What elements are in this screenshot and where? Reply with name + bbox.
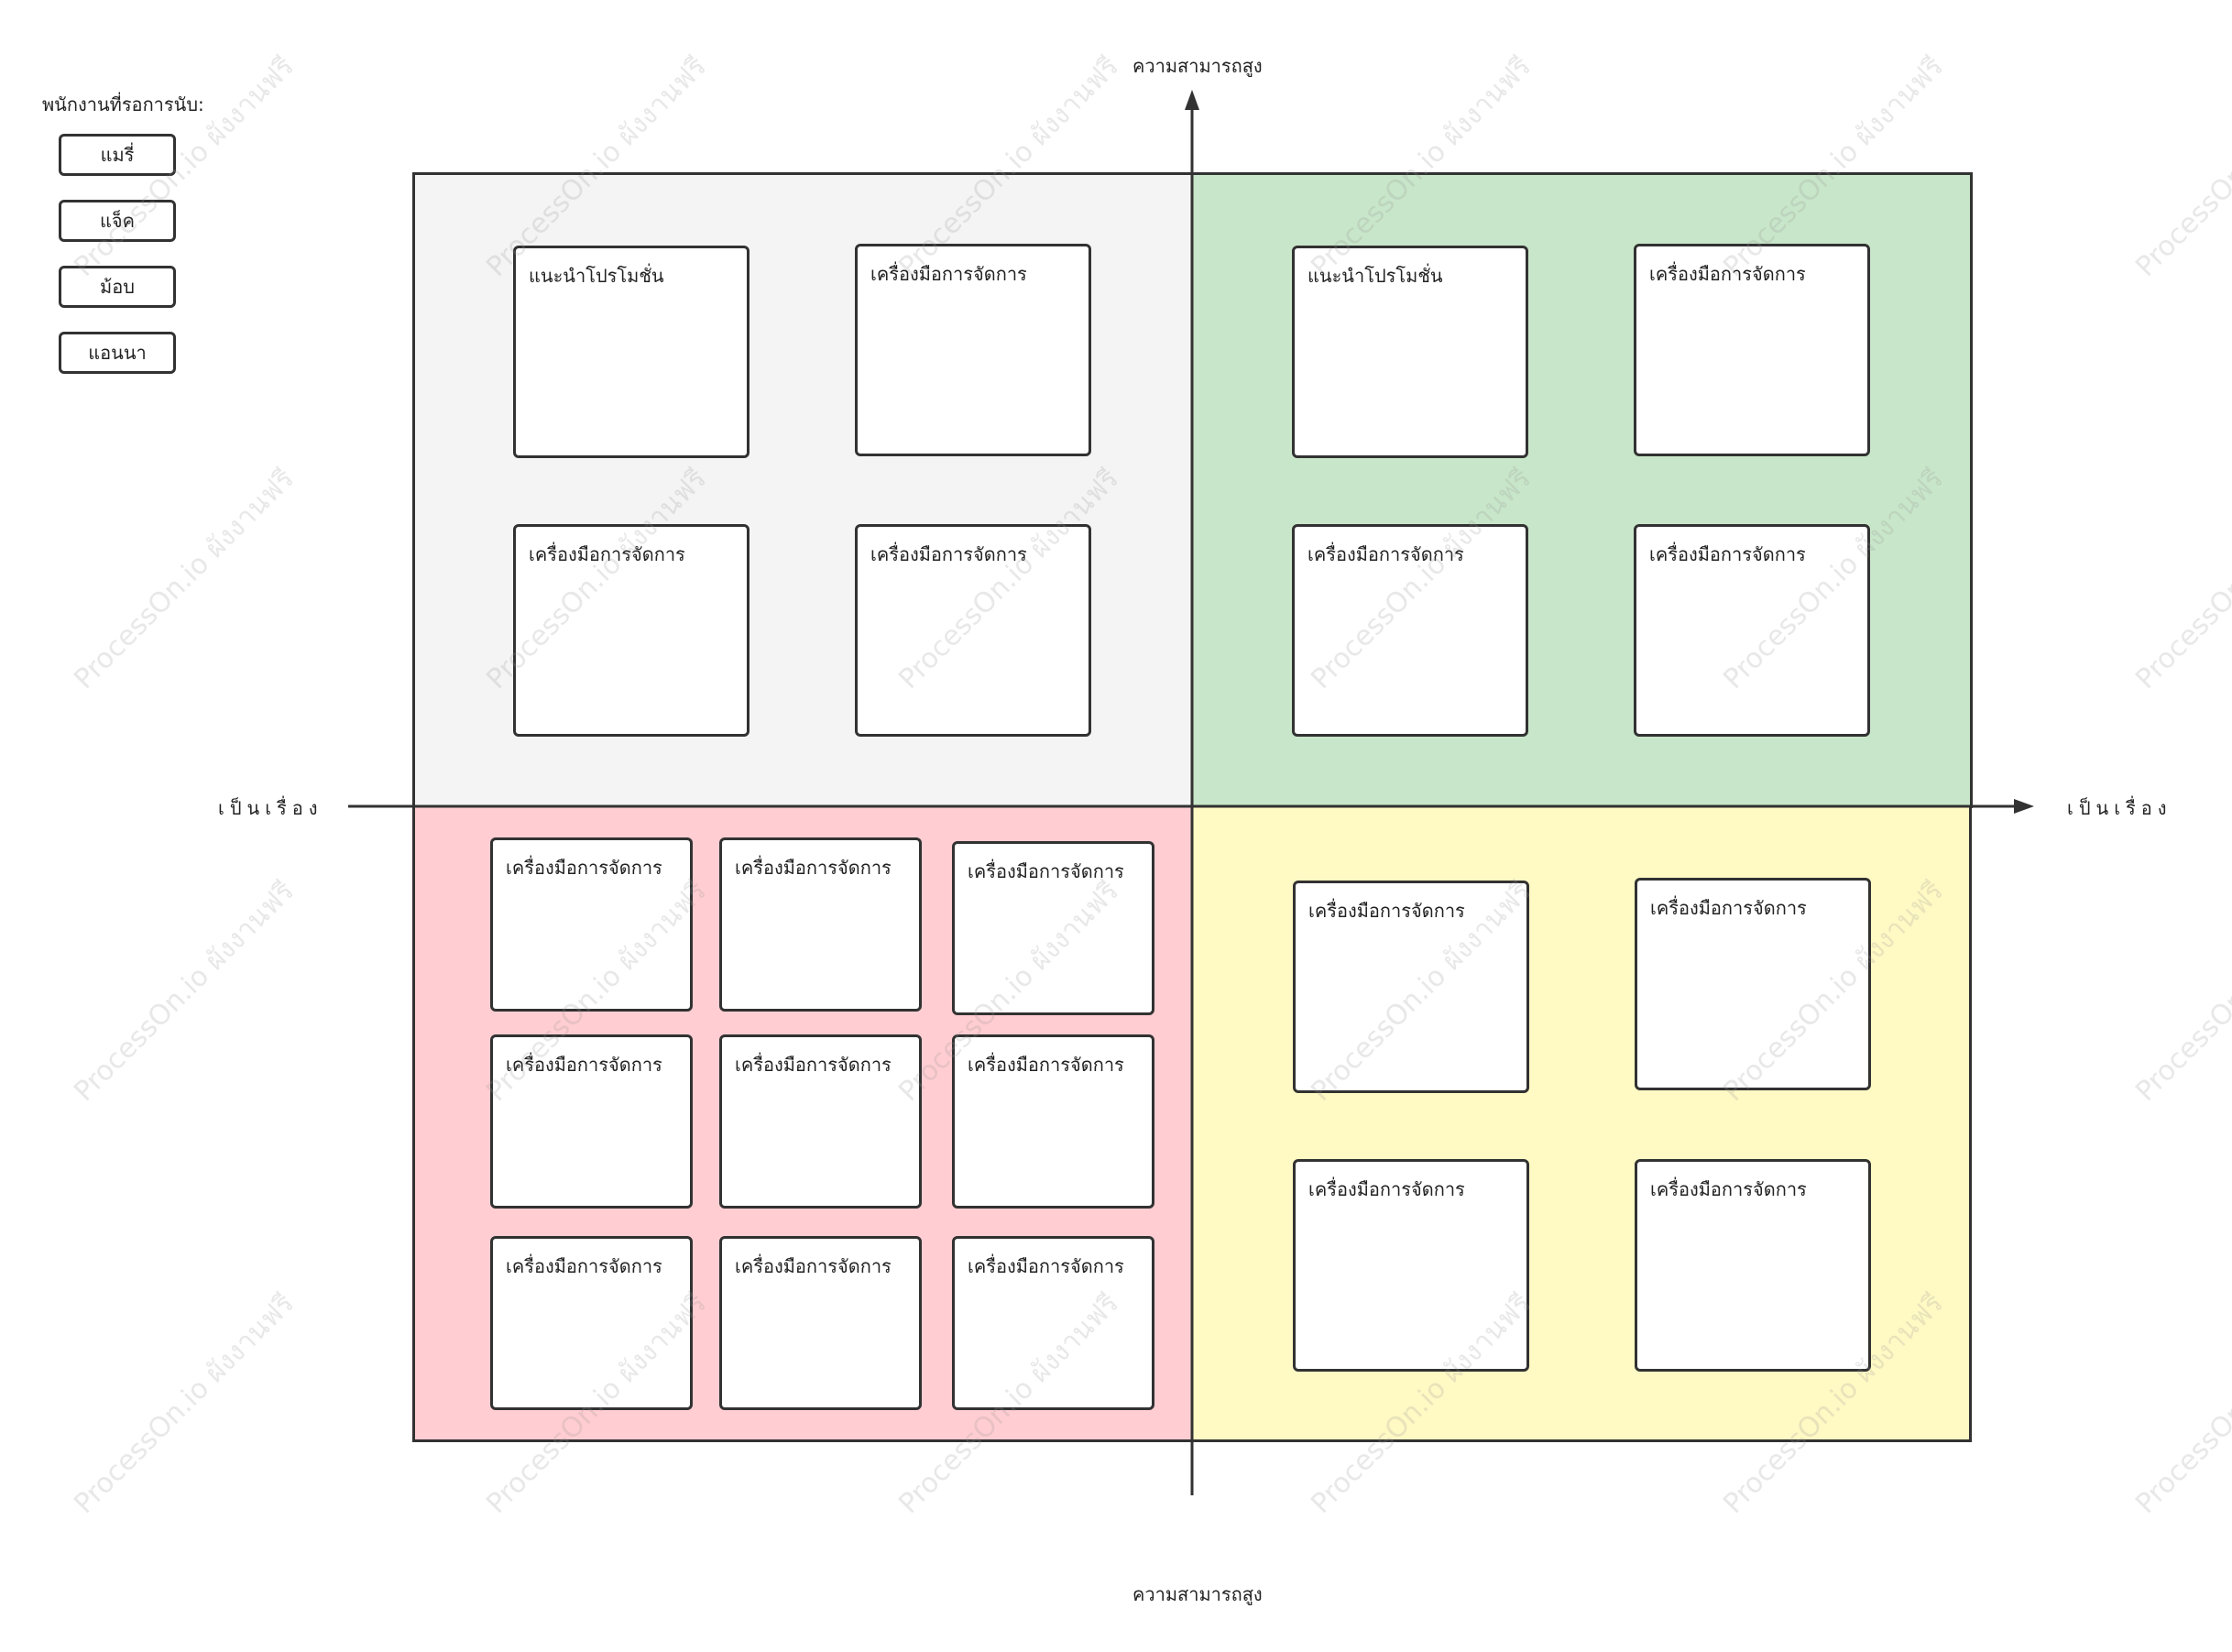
card-bottom-left-2[interactable]: เครื่องมือการจัดการ xyxy=(719,837,922,1012)
axis-label-left: เป็นเรื่อง xyxy=(218,797,323,819)
card-top-left-4[interactable]: เครื่องมือการจัดการ xyxy=(855,524,1091,737)
card-bottom-right-3[interactable]: เครื่องมือการจัดการ xyxy=(1293,1159,1529,1372)
card-bottom-left-8[interactable]: เครื่องมือการจัดการ xyxy=(719,1236,922,1410)
card-bottom-left-4[interactable]: เครื่องมือการจัดการ xyxy=(490,1034,693,1209)
legend-employee-jack[interactable]: แจ็ค xyxy=(59,200,176,242)
legend-employee-anna[interactable]: แอนนา xyxy=(59,332,176,374)
card-bottom-right-2[interactable]: เครื่องมือการจัดการ xyxy=(1635,878,1871,1090)
card-top-right-3[interactable]: เครื่องมือการจัดการ xyxy=(1292,524,1528,737)
vertical-axis-arrowhead xyxy=(1185,90,1199,110)
card-top-right-2[interactable]: เครื่องมือการจัดการ xyxy=(1634,244,1870,456)
card-bottom-left-9[interactable]: เครื่องมือการจัดการ xyxy=(952,1236,1154,1410)
card-bottom-right-1[interactable]: เครื่องมือการจัดการ xyxy=(1293,881,1529,1093)
horizontal-axis-arrowhead xyxy=(2014,799,2034,814)
card-top-left-2[interactable]: เครื่องมือการจัดการ xyxy=(855,244,1091,456)
card-bottom-left-3[interactable]: เครื่องมือการจัดการ xyxy=(952,841,1154,1015)
card-bottom-left-7[interactable]: เครื่องมือการจัดการ xyxy=(490,1236,693,1410)
legend-employee-mary[interactable]: แมรี่ xyxy=(59,134,176,176)
legend-title: พนักงานที่รอการนับ: xyxy=(42,93,204,115)
axis-label-top: ความสามารถสูง xyxy=(1132,55,1263,77)
legend-employee-mob[interactable]: ม้อบ xyxy=(59,266,176,308)
card-bottom-left-6[interactable]: เครื่องมือการจัดการ xyxy=(952,1034,1154,1209)
card-bottom-right-4[interactable]: เครื่องมือการจัดการ xyxy=(1635,1159,1871,1372)
card-top-right-1[interactable]: แนะนำโปรโมชั่น xyxy=(1292,246,1528,458)
card-bottom-left-1[interactable]: เครื่องมือการจัดการ xyxy=(490,837,693,1012)
card-top-right-4[interactable]: เครื่องมือการจัดการ xyxy=(1634,524,1870,737)
axis-label-right: เป็นเรื่อง xyxy=(2067,797,2172,819)
card-top-left-3[interactable]: เครื่องมือการจัดการ xyxy=(513,524,749,737)
axis-label-bottom: ความสามารถสูง xyxy=(1132,1583,1263,1605)
card-bottom-left-5[interactable]: เครื่องมือการจัดการ xyxy=(719,1034,922,1209)
card-top-left-1[interactable]: แนะนำโปรโมชั่น xyxy=(513,246,749,458)
